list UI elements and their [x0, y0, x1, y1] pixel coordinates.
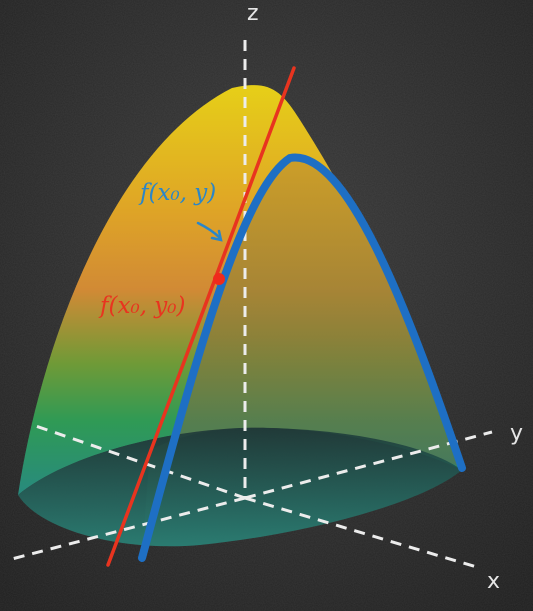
curve-label: f(x₀, y): [138, 180, 216, 206]
x-axis: [244, 496, 481, 570]
point-label: f(x₀, y₀): [98, 293, 186, 319]
y-axis-label: y: [510, 421, 523, 446]
paraboloid-inner-wall: [142, 157, 462, 555]
neg-y-axis: [7, 496, 246, 562]
z-axis-label: z: [247, 1, 259, 26]
curved-pointer-arrow-icon: [196, 221, 223, 242]
x-axis-label: x: [487, 569, 500, 594]
tangent-line: [106, 66, 296, 567]
cross-section-curve: [138, 153, 466, 562]
red-dot-point: [213, 273, 225, 285]
